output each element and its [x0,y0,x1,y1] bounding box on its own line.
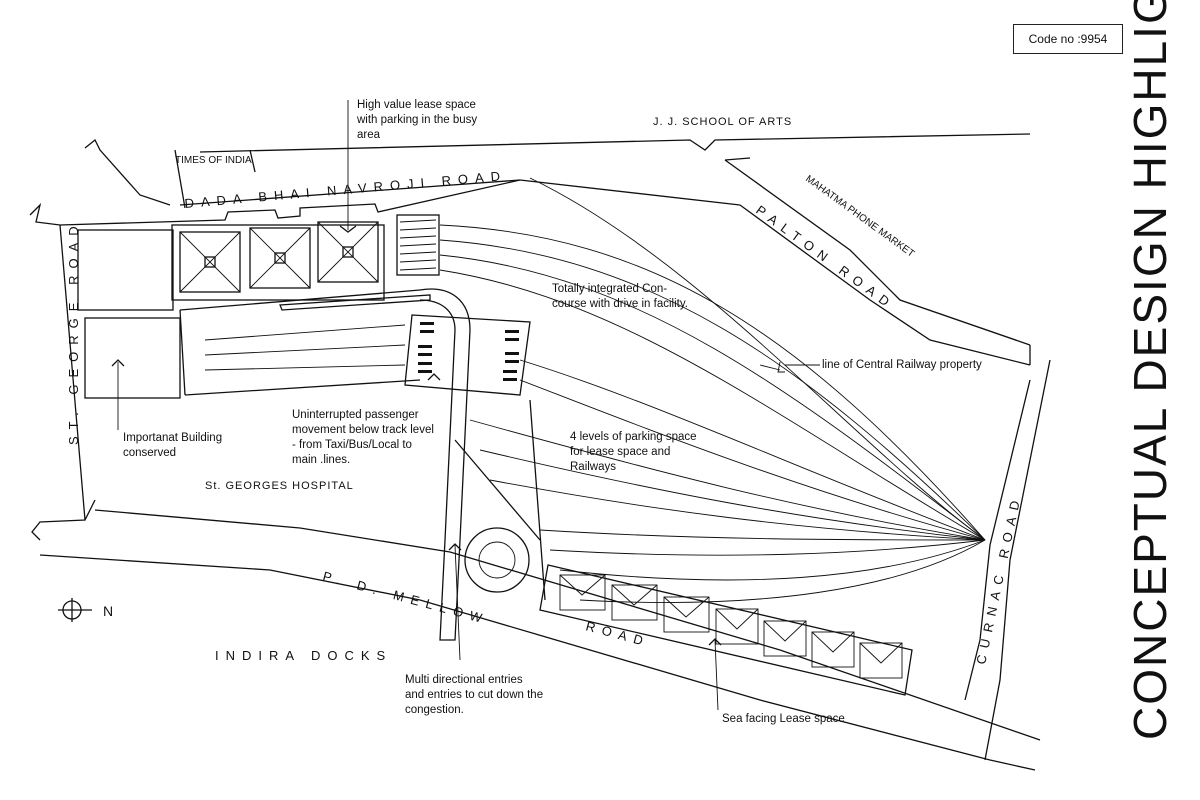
place-indira-docks: INDIRA DOCKS [215,648,392,663]
svg-text:- from Taxi/Bus/Local to: - from Taxi/Bus/Local to [292,439,412,451]
svg-text:4 levels of parking space: 4 levels of parking space [570,431,697,443]
lease-block-1 [179,231,241,293]
svg-text:course with drive in facility.: course with drive in facility. [552,298,688,310]
concourse [404,288,546,641]
code-number-box: Code no :9954 [1013,24,1123,54]
svg-text:area: area [357,129,381,141]
note-central-railway: line of Central Railway property [822,359,982,371]
parking-marks-right [503,330,519,381]
svg-text:Uninterrupted passenger: Uninterrupted passenger [292,409,419,421]
svg-text:for lease space and: for lease space and [570,446,670,458]
road-lines [29,133,1051,771]
sea-lease-units [559,574,903,679]
note-parking-levels: 4 levels of parking space for lease spac… [570,431,697,473]
parking-marks-left [418,322,434,373]
road-label-pd-mellow: P. D. MELLOW [321,568,490,627]
place-st-georges-hospital: St. GEORGES HOSPITAL [205,480,354,492]
labels: DADA BHAI NAVROJI ROAD PALTON ROAD ST. G… [66,99,1024,725]
leader-lines [111,100,820,711]
svg-text:High value lease space: High value lease space [357,99,476,111]
road-label-dada-bhai: DADA BHAI NAVROJI ROAD [184,168,508,211]
svg-text:Multi directional entries: Multi directional entries [405,674,523,686]
sea-facing-blocks [539,564,913,696]
north-label: N [103,603,113,619]
lease-block-3 [317,221,379,283]
road-label-curnac: CURNAC ROAD [973,493,1024,666]
note-sea-facing: Sea facing Lease space [722,713,845,725]
side-title: CONCEPTUAL DESIGN HIGHLIGHTS [1124,0,1176,740]
note-concourse: Totally integrated Con- course with driv… [552,283,688,310]
svg-text:main .lines.: main .lines. [292,454,350,466]
svg-text:congestion.: congestion. [405,704,464,716]
svg-text:conserved: conserved [123,447,176,459]
svg-text:and entries to cut down the: and entries to cut down the [405,689,543,701]
place-jj-school: J. J. SCHOOL OF ARTS [653,116,792,128]
top-left-blocks [77,214,440,399]
road-label-pd-road: ROAD [584,618,651,649]
site-plan-svg: DADA BHAI NAVROJI ROAD PALTON ROAD ST. G… [29,99,1051,771]
note-high-value: High value lease space with parking in t… [356,99,477,141]
note-multi-entries: Multi directional entries and entries to… [405,674,543,716]
svg-text:movement below track level: movement below track level [292,424,434,436]
place-times-of-india: TIMES OF INDIA [175,155,252,166]
road-label-palton: PALTON ROAD [753,202,898,313]
road-label-st-george: ST. GEORGE ROAD [66,219,81,445]
svg-text:Totally integrated Con-: Totally integrated Con- [552,283,667,295]
svg-text:Importanat Building: Importanat Building [123,432,222,444]
rail-tracks [204,177,986,603]
svg-text:Railways: Railways [570,461,616,473]
north-arrow [58,598,92,622]
lease-block-2 [249,227,311,289]
note-uninterrupted: Uninterrupted passenger movement below t… [292,409,434,466]
note-important-building: Importanat Building conserved [123,432,222,459]
svg-text:with parking in the busy: with parking in the busy [356,114,477,126]
